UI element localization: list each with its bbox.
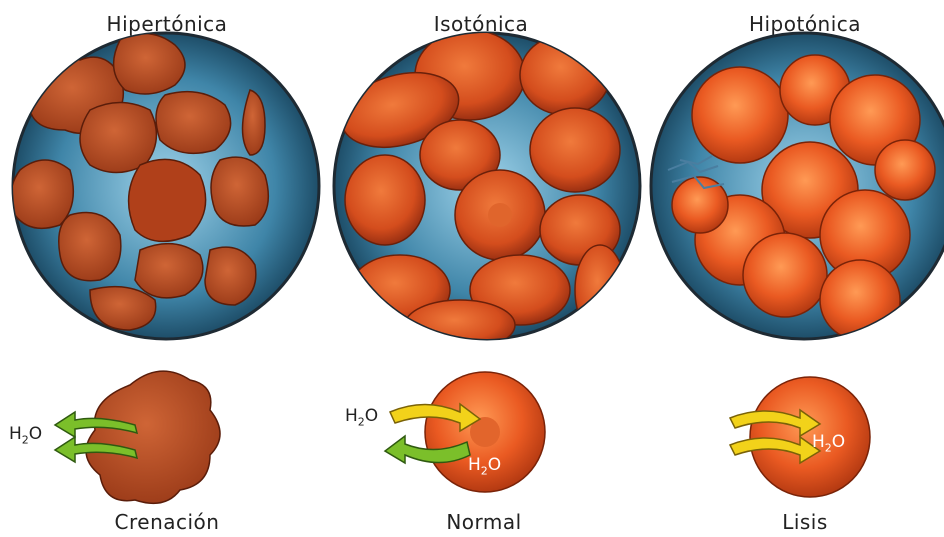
hypertonic-view bbox=[11, 33, 319, 339]
caption-crenation: Crenación bbox=[17, 510, 317, 534]
caption-lysis: Lisis bbox=[655, 510, 944, 534]
water-label-hypertonic: H2O bbox=[9, 424, 42, 446]
caption-normal: Normal bbox=[334, 510, 634, 534]
isotonic-view bbox=[333, 30, 640, 350]
water-label-isotonic-inside: H2O bbox=[468, 455, 501, 477]
water-label-isotonic-outside: H2O bbox=[345, 406, 378, 428]
water-label-hypotonic-inside: H2O bbox=[812, 432, 845, 454]
swollen-cell bbox=[750, 377, 870, 497]
crenated-cell bbox=[86, 371, 220, 503]
hypotonic-view bbox=[651, 33, 944, 340]
